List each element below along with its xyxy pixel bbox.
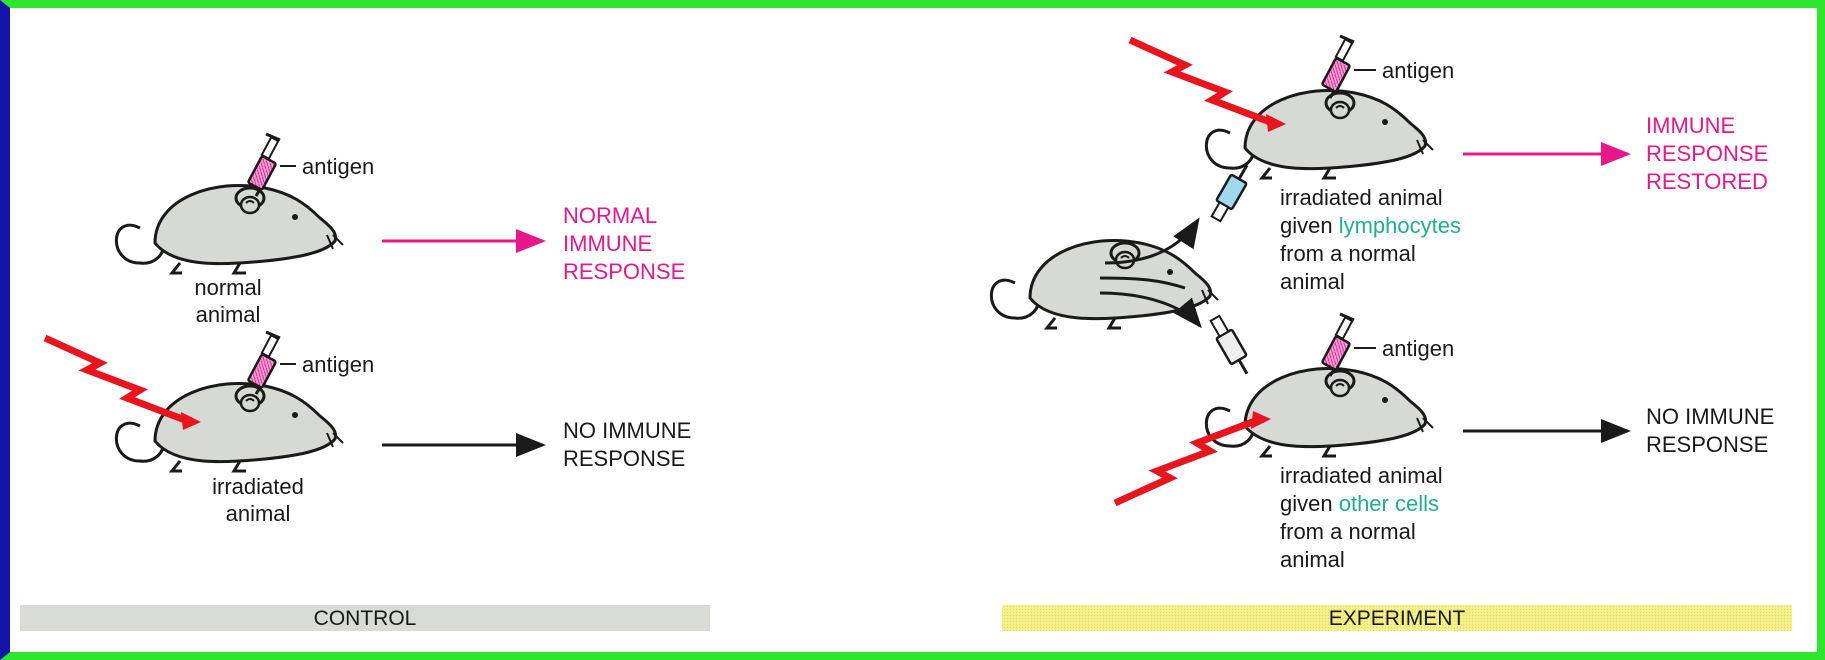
desc-line1: irradiated animal <box>1280 463 1443 488</box>
other-cells-highlight: other cells <box>1339 491 1439 516</box>
syringe-icon <box>1322 314 1354 376</box>
animal-label-line2: animal <box>226 501 291 526</box>
experiment-other-cells-antigen-syringe <box>1322 314 1376 376</box>
mouse-icon <box>116 383 343 471</box>
experiment-other-cells-bolt <box>1115 411 1271 503</box>
result-line3: RESTORED <box>1646 169 1768 194</box>
mouse-icon <box>1206 90 1433 178</box>
lymphocyte-syringe <box>1208 161 1255 224</box>
lymphocytes-highlight: lymphocytes <box>1339 213 1461 238</box>
animal-label-line2: animal <box>196 302 261 327</box>
syringe-icon <box>1322 36 1354 98</box>
result-line2: IMMUNE <box>563 231 652 256</box>
donor-mouse <box>991 240 1218 328</box>
experiment-other-cells-mouse <box>1206 368 1433 456</box>
desc-line2-prefix: given <box>1280 491 1339 516</box>
control-irradiated-syringe <box>248 332 296 394</box>
control-bar-label: CONTROL <box>314 607 417 630</box>
experiment-bar-label: EXPERIMENT <box>1329 607 1466 630</box>
antigen-label: antigen <box>1382 336 1454 361</box>
result-line1: NORMAL <box>563 203 657 228</box>
experiment-lymphocyte-mouse <box>1206 90 1433 178</box>
control-normal-mouse <box>116 185 343 273</box>
mouse-icon <box>991 240 1218 328</box>
lightning-bolt-icon <box>45 338 201 430</box>
result-line1: NO IMMUNE <box>1646 404 1774 429</box>
mouse-icon <box>116 185 343 273</box>
animal-label-line1: irradiated <box>212 474 304 499</box>
desc-line2: given other cells <box>1280 491 1439 516</box>
experiment-lymphocyte-antigen-syringe <box>1322 36 1376 98</box>
desc-line2: given lymphocytes <box>1280 213 1461 238</box>
antigen-label: antigen <box>302 154 374 179</box>
diagram-canvas: antigen normal animal NORMAL IMMUNE RESP… <box>10 8 1817 652</box>
experiment-lymphocyte-bolt <box>1130 40 1286 132</box>
diagram-svg: antigen normal animal NORMAL IMMUNE RESP… <box>10 8 1817 652</box>
control-normal-syringe <box>248 134 296 196</box>
desc-line4: animal <box>1280 269 1345 294</box>
result-line2: RESPONSE <box>563 446 685 471</box>
antigen-label: antigen <box>1382 58 1454 83</box>
result-line2: RESPONSE <box>1646 141 1768 166</box>
desc-line1: irradiated animal <box>1280 185 1443 210</box>
antigen-label: antigen <box>302 352 374 377</box>
other-cells-syringe <box>1207 314 1255 378</box>
animal-label-line1: normal <box>194 275 261 300</box>
desc-line3: from a normal <box>1280 241 1416 266</box>
desc-line2-prefix: given <box>1280 213 1339 238</box>
mouse-icon <box>1206 368 1433 456</box>
lightning-bolt-icon <box>1130 40 1286 132</box>
result-line2: RESPONSE <box>1646 432 1768 457</box>
control-irradiated-mouse <box>116 383 343 471</box>
result-line3: RESPONSE <box>563 259 685 284</box>
desc-line4: animal <box>1280 547 1345 572</box>
result-line1: IMMUNE <box>1646 113 1735 138</box>
control-irradiation-bolt <box>45 338 201 430</box>
result-line1: NO IMMUNE <box>563 418 691 443</box>
desc-line3: from a normal <box>1280 519 1416 544</box>
lightning-bolt-icon <box>1115 411 1271 503</box>
